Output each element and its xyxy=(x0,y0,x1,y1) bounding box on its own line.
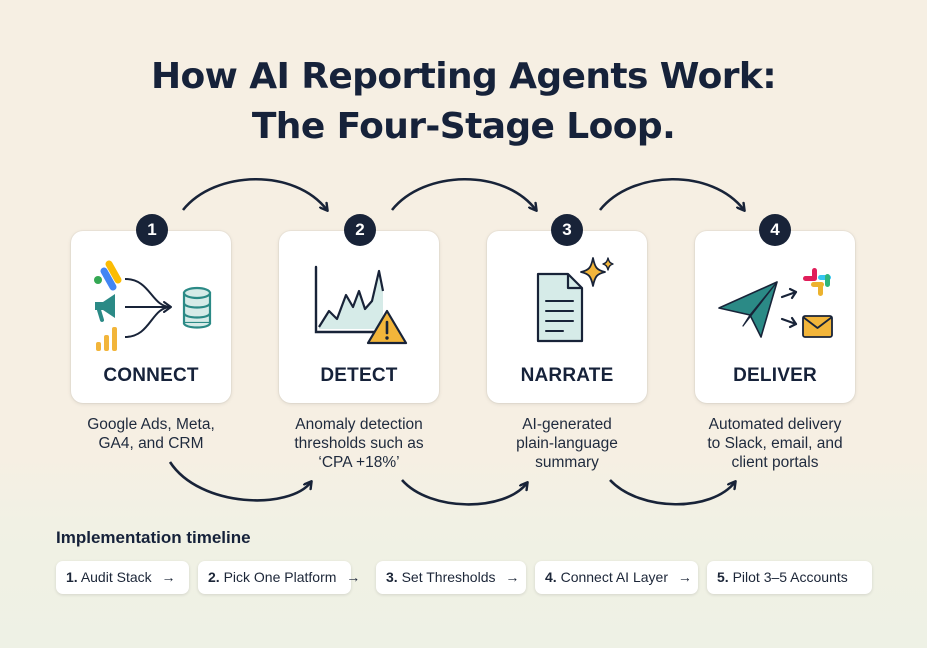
stage-3-desc-line: plain-language xyxy=(516,435,618,452)
paper-plane-icon xyxy=(718,281,778,338)
step-number: 5. xyxy=(717,569,729,585)
stage-card-detect: DETECT xyxy=(279,231,439,403)
stage-2-description: Anomaly detection thresholds such as ‘CP… xyxy=(264,415,454,472)
step-number: 4. xyxy=(545,569,557,585)
email-envelope-icon xyxy=(802,315,833,338)
analytics-bars-icon xyxy=(96,327,117,351)
step-text: Pilot 3–5 Accounts xyxy=(732,569,848,585)
stage-2-desc-line: thresholds such as xyxy=(294,435,424,452)
stage-4-desc-line: Automated delivery xyxy=(708,416,842,433)
stage-1-number-badge: 1 xyxy=(136,214,168,246)
google-ads-icon xyxy=(94,260,122,291)
sparkle-icon xyxy=(580,257,614,287)
background-tint xyxy=(0,455,927,648)
step-text: Connect AI Layer xyxy=(560,569,668,585)
step-text: Audit Stack xyxy=(80,569,152,585)
document-sparkle-icon xyxy=(536,257,614,343)
stage-1-description: Google Ads, Meta, GA4, and CRM xyxy=(56,415,246,453)
stage-4-number-badge: 4 xyxy=(759,214,791,246)
timeline-step-audit-stack: 1. Audit Stack → xyxy=(56,561,189,594)
warning-triangle-icon xyxy=(366,309,408,345)
data-sources-to-database-icon xyxy=(94,260,212,351)
stage-1-desc-line: GA4, and CRM xyxy=(98,435,204,452)
stage-2-desc-line: Anomaly detection xyxy=(295,416,423,433)
step-number: 2. xyxy=(208,569,220,585)
stage-3-desc-line: AI-generated xyxy=(522,416,612,433)
stage-4-description: Automated delivery to Slack, email, and … xyxy=(680,415,870,472)
stage-card-connect: CONNECT xyxy=(71,231,231,403)
line-chart-warning-icon xyxy=(314,265,408,345)
stage-label-deliver: DELIVER xyxy=(733,365,817,386)
arrow-right-icon: → xyxy=(677,569,692,585)
title-line-1: How AI Reporting Agents Work: xyxy=(150,56,777,97)
slack-icon xyxy=(803,268,831,296)
timeline-step-pick-platform: 2. Pick One Platform → xyxy=(198,561,360,594)
page-title: How AI Reporting Agents Work: The Four-S… xyxy=(0,52,927,152)
bottom-arrow-1-2 xyxy=(168,461,311,502)
step-text: Set Thresholds xyxy=(401,569,496,585)
title-line-2: The Four-Stage Loop. xyxy=(251,106,676,147)
stage-card-deliver: DELIVER xyxy=(695,231,855,403)
arrow-right-icon: → xyxy=(346,569,361,585)
stage-1-desc-line: Google Ads, Meta, xyxy=(87,416,215,433)
bottom-arrow-2-3 xyxy=(401,479,527,506)
timeline-heading: Implementation timeline xyxy=(56,528,251,547)
arrow-right-icon: → xyxy=(505,569,520,585)
stage-3-number-badge: 3 xyxy=(551,214,583,246)
step-text: Pick One Platform xyxy=(223,569,337,585)
megaphone-icon xyxy=(95,294,115,322)
stage-label-connect: CONNECT xyxy=(103,365,199,386)
top-arrow-2-3 xyxy=(390,177,536,210)
step-number: 3. xyxy=(386,569,398,585)
stage-2-desc-line: ‘CPA +18%’ xyxy=(318,454,400,471)
timeline-step-connect-ai-layer: 4. Connect AI Layer → xyxy=(535,561,698,594)
timeline-step-set-thresholds: 3. Set Thresholds → xyxy=(376,561,526,594)
top-arrow-1-2 xyxy=(181,177,327,210)
timeline-step-pilot-accounts: 5. Pilot 3–5 Accounts xyxy=(707,561,872,594)
step-number: 1. xyxy=(66,569,78,585)
stage-card-narrate: NARRATE xyxy=(487,231,647,403)
bottom-arrow-3-4 xyxy=(609,479,735,506)
stage-2-number-badge: 2 xyxy=(344,214,376,246)
stage-3-description: AI-generated plain-language summary xyxy=(472,415,662,472)
top-arrow-3-4 xyxy=(598,177,744,210)
stage-label-detect: DETECT xyxy=(320,365,398,386)
stage-4-desc-line: to Slack, email, and xyxy=(707,435,843,452)
stage-label-narrate: NARRATE xyxy=(520,365,614,386)
stage-3-desc-line: summary xyxy=(535,454,599,471)
database-icon xyxy=(182,286,212,329)
stage-4-desc-line: client portals xyxy=(731,454,819,471)
arrow-right-icon: → xyxy=(161,569,176,585)
paper-plane-slack-email-icon xyxy=(718,268,833,338)
document-icon xyxy=(536,272,584,343)
